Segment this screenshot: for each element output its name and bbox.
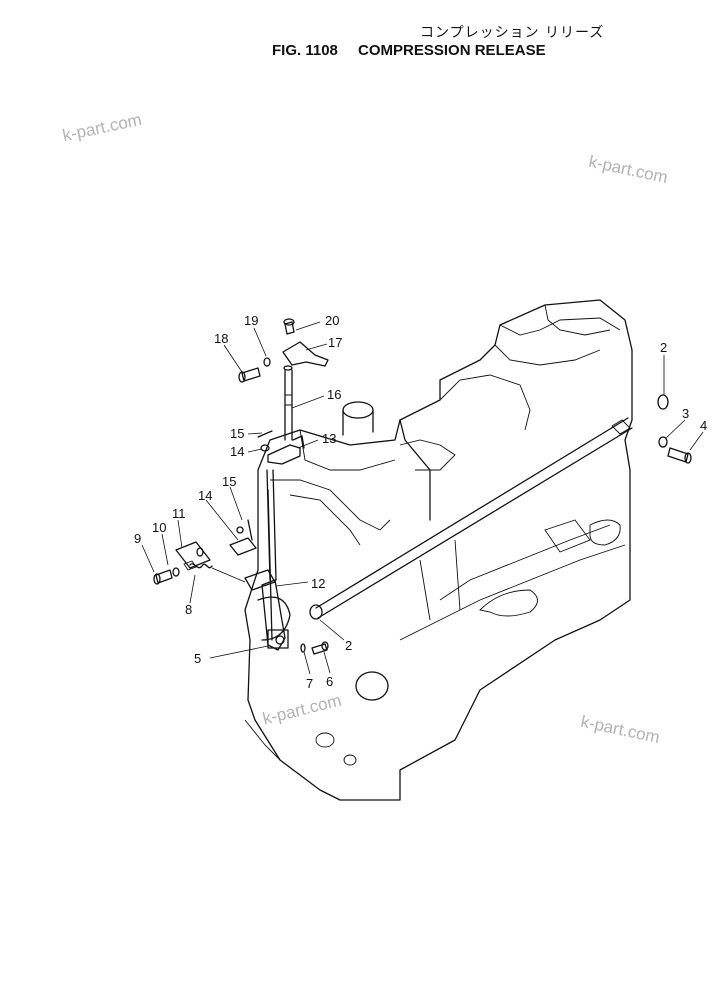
right-fasteners [657,394,692,464]
bolt-6-washer-7 [300,641,329,655]
lower-lever-13 [267,435,305,465]
title-japanese: コンプレッション リリーズ [420,25,605,41]
callout-12: 12 [311,576,325,591]
callout-15-lower: 15 [222,474,236,489]
callout-4: 4 [700,418,707,433]
leader-lines [141,321,704,675]
callout-7: 7 [306,676,313,691]
figure-code: FIG. 1108 [272,42,338,59]
callout-2-right: 2 [660,340,667,355]
callout-14-lower: 14 [198,488,212,503]
vertical-rod [283,365,293,441]
callout-6: 6 [326,674,333,689]
callout-16: 16 [327,387,341,402]
callout-11: 11 [172,506,186,521]
pin-15-upper [257,430,273,452]
callout-19: 19 [244,313,258,328]
callout-13: 13 [322,431,336,446]
callout-3: 3 [682,406,689,421]
callout-9: 9 [134,531,141,546]
callout-17: 17 [328,335,342,350]
upper-lever [282,318,329,367]
bolt-assembly-left [153,541,246,585]
callout-10: 10 [152,520,166,535]
callout-14: 14 [230,444,244,459]
figure-name: COMPRESSION RELEASE [358,42,546,59]
callout-2-lower: 2 [345,638,352,653]
callout-15: 15 [230,426,244,441]
callout-20: 20 [325,313,339,328]
pin-15-lower [229,519,257,556]
lever-5 [261,579,289,651]
callout-18: 18 [214,331,228,346]
figure-title: FIG. 1108 COMPRESSION RELEASE [272,42,546,59]
callout-8: 8 [185,602,192,617]
engine-block [244,299,633,801]
callout-5: 5 [194,651,201,666]
bolt-18 [238,357,271,383]
release-shaft [309,417,633,620]
